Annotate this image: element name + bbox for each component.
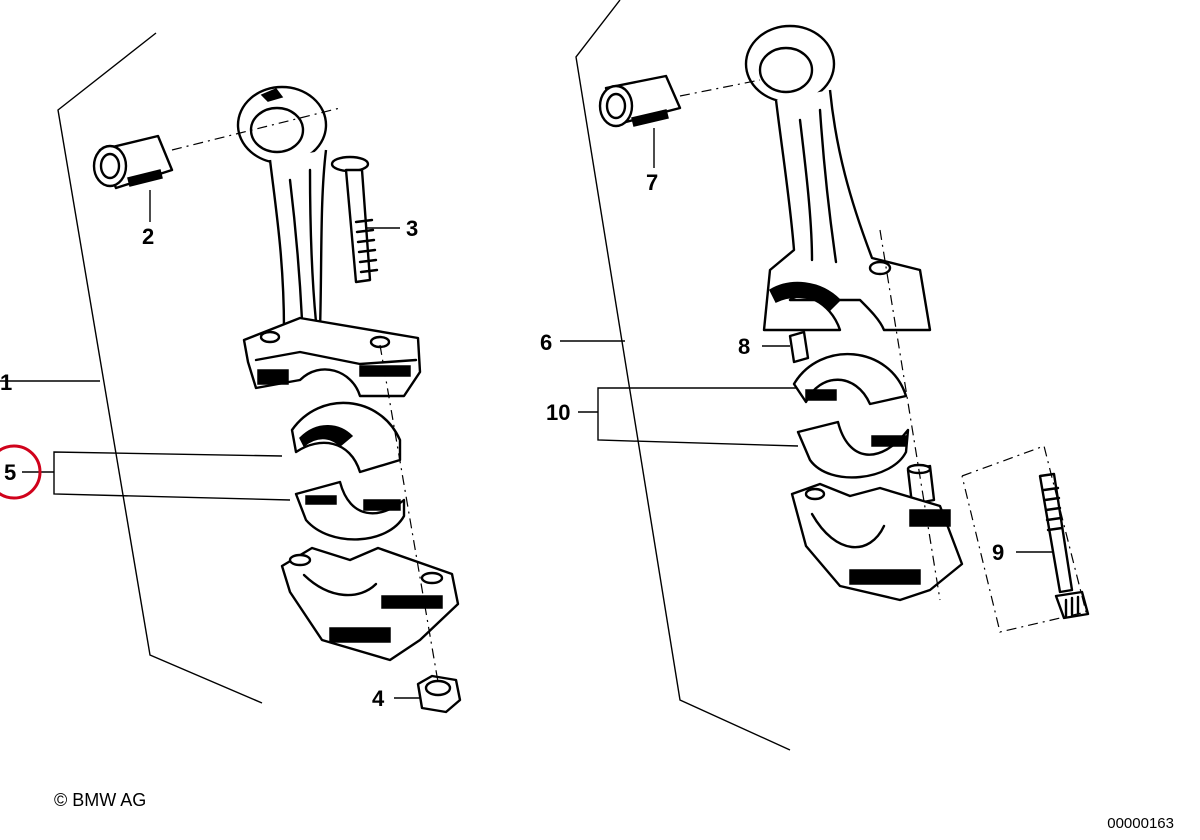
bearing-shell-lower-right[interactable] (796, 420, 910, 479)
dowel-sleeve-upper-right[interactable] (788, 330, 810, 364)
callout-9[interactable]: 9 (992, 540, 1004, 565)
bushing-right[interactable] (598, 74, 682, 128)
bearing-shell-lower-left[interactable] (294, 480, 406, 541)
callout-1[interactable]: 1 (0, 370, 12, 395)
callout-3[interactable]: 3 (406, 216, 418, 241)
callout-6[interactable]: 6 (540, 330, 552, 355)
callout-4[interactable]: 4 (372, 686, 385, 711)
group-frame-right (560, 0, 791, 751)
bearing-cap-right[interactable] (790, 482, 964, 602)
callout-7[interactable]: 7 (646, 170, 658, 195)
connecting-rod-right[interactable] (744, 24, 932, 332)
group-frame-left (0, 32, 263, 704)
callout-2[interactable]: 2 (142, 224, 154, 249)
leader-lines-right (578, 128, 1054, 553)
bearing-shell-upper-left[interactable] (290, 401, 402, 474)
callout-10[interactable]: 10 (546, 400, 570, 425)
bushing-left[interactable] (92, 134, 174, 190)
leader-lines-left (22, 190, 420, 699)
bearing-cap-left[interactable] (280, 546, 460, 662)
callout-8[interactable]: 8 (738, 334, 750, 359)
bolt-left[interactable] (330, 155, 379, 284)
assembly-axes-left (171, 107, 439, 683)
bearing-shell-upper-right[interactable] (792, 352, 908, 406)
callout-5[interactable]: 5 (4, 460, 16, 485)
diagram-number: 00000163 (1107, 815, 1174, 832)
bolt-right[interactable] (1038, 472, 1090, 620)
assembly-axes-right (679, 79, 1087, 633)
highlight-circle (0, 444, 42, 500)
nut-left[interactable] (416, 674, 462, 714)
connecting-rod-left[interactable] (236, 85, 422, 398)
copyright-text: © BMW AG (54, 790, 147, 810)
